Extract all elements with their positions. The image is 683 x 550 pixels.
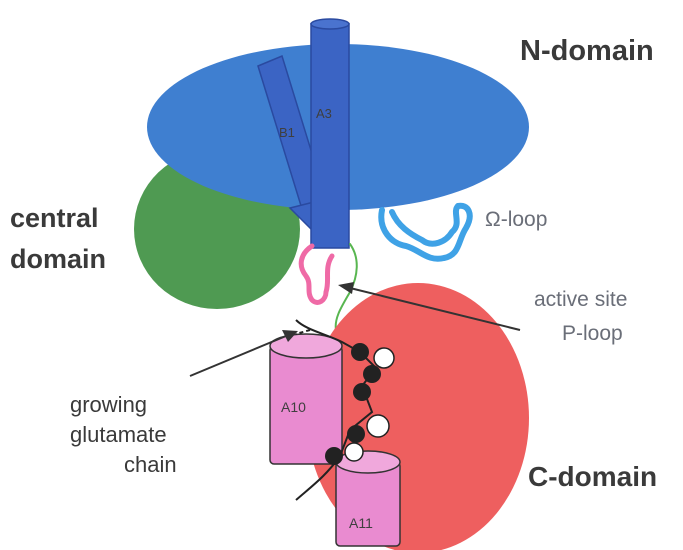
chain-atom-dark [325,447,343,465]
chain-atom-light [374,348,394,368]
helix-a11-label: A11 [349,515,373,531]
active-site-pointer-arrowhead [338,282,354,294]
chain-atom-dark [347,425,365,443]
helix-a3-label: A3 [316,106,332,121]
helix-a11-shape [336,462,400,546]
central-domain-label-line2: domain [10,244,106,274]
helix-a3-cap [311,19,349,29]
chain-atom-dark [351,343,369,361]
chain-atom-light [367,415,389,437]
growing-chain-label-line3: chain [124,452,177,477]
c-domain-label: C-domain [528,461,657,492]
helix-b1-label: B1 [279,125,295,140]
chain-atom-dark [363,365,381,383]
helix-a3-shape [311,24,349,248]
active-site-label: active site [534,288,627,311]
growing-chain-label-line1: growing [70,392,147,417]
helix-a10-label: A10 [281,399,306,415]
n-domain-label: N-domain [520,35,654,67]
chain-atom-dark [353,383,371,401]
chain-atom-light [345,443,363,461]
p-loop-label: P-loop [562,322,623,345]
central-domain-label-line1: central [10,203,99,233]
p-loop-shape [301,246,332,302]
omega-loop-shape [381,206,469,259]
growing-chain-label-line2: glutamate [70,422,167,447]
omega-loop-label: Ω-loop [485,208,547,231]
